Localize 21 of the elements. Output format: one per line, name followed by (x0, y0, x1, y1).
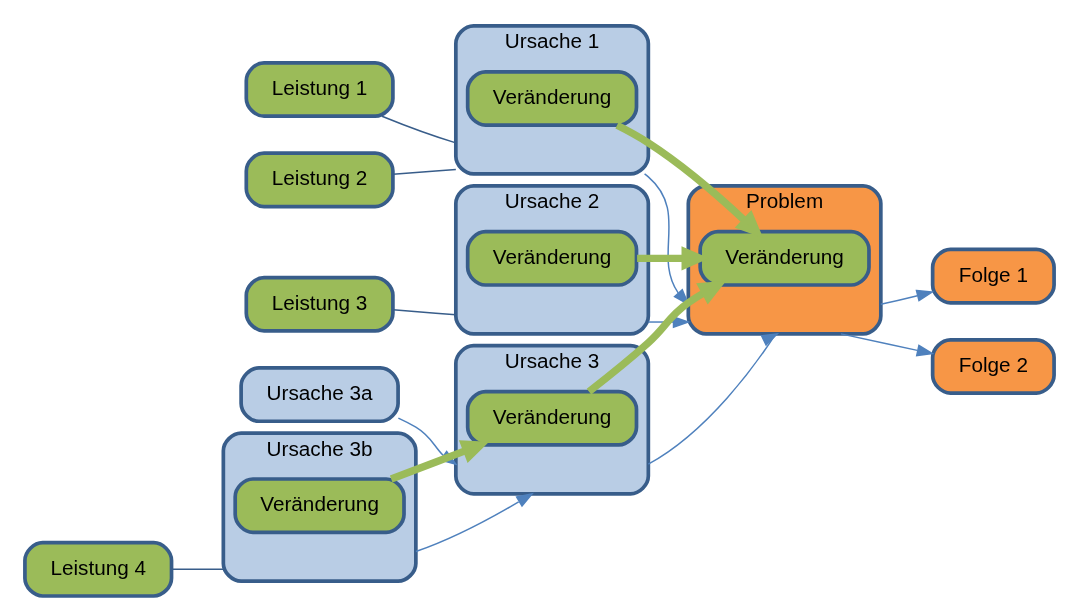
node-box: Veränderung (465, 389, 638, 447)
arrow (839, 333, 934, 357)
connector (380, 115, 457, 144)
connector (170, 568, 224, 571)
connector (391, 168, 457, 176)
arrow (647, 332, 779, 465)
node-box: Veränderung (697, 229, 871, 287)
connector (391, 309, 457, 316)
node-box: Ursache 3a (238, 366, 400, 424)
node-box: Folge 2 (930, 337, 1056, 395)
arrow (879, 289, 934, 305)
node-box: Leistung 4 (22, 540, 173, 598)
node-box: Leistung 2 (243, 151, 395, 209)
node-box: Folge 1 (930, 247, 1056, 305)
node-box: Leistung 1 (243, 61, 395, 119)
arrow (586, 280, 726, 395)
node-box: Veränderung (232, 477, 406, 535)
node-box: Leistung 3 (243, 275, 395, 333)
arrow (414, 492, 534, 553)
node-box: Veränderung (465, 229, 638, 287)
node-box: Veränderung (465, 69, 638, 127)
